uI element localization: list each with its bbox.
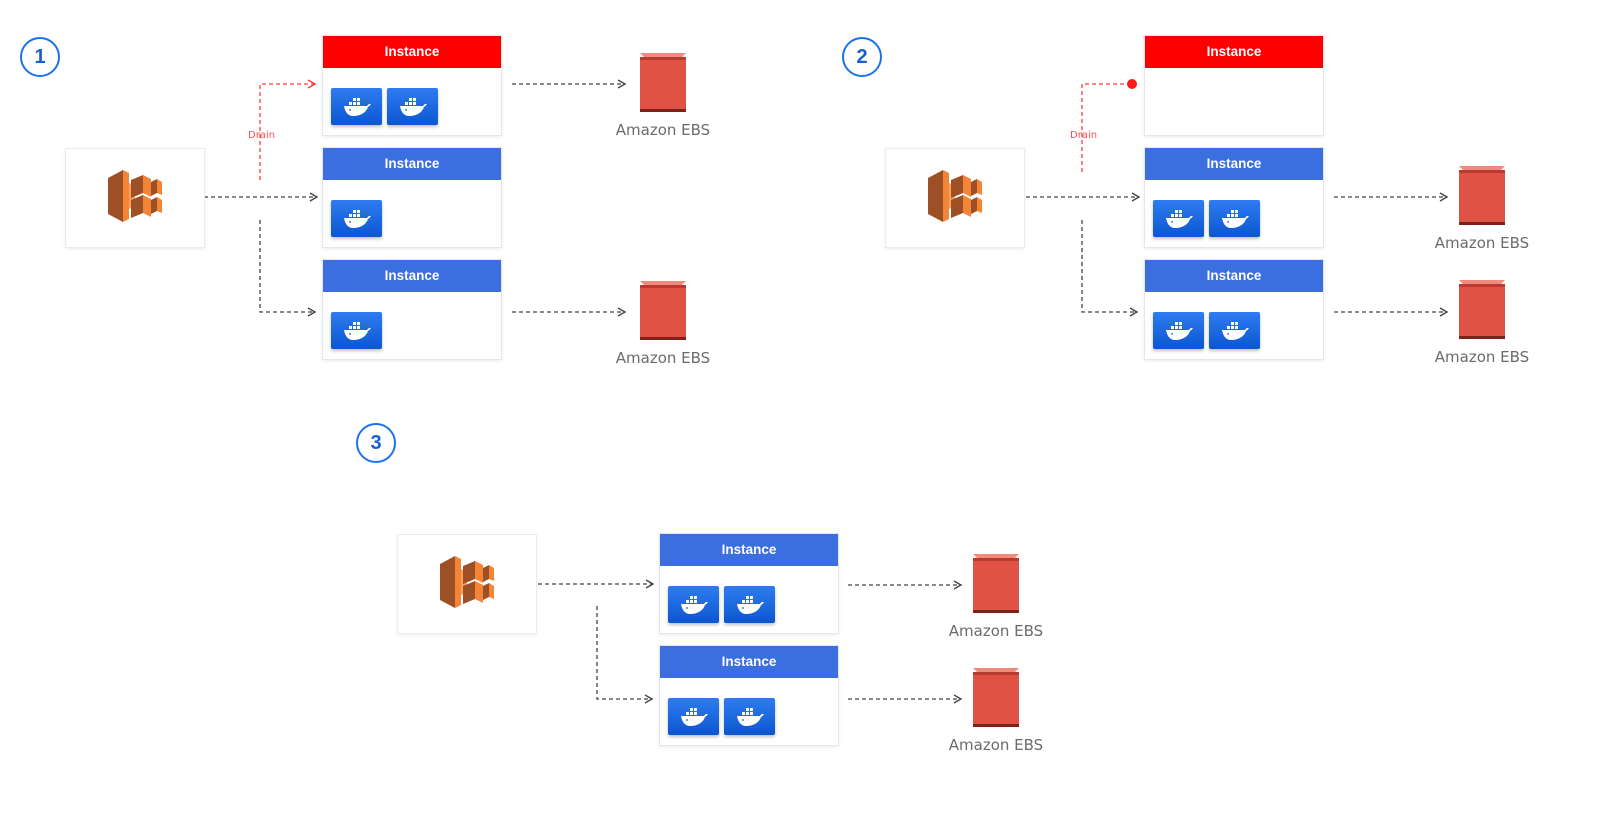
ebs-label: Amazon EBS (948, 736, 1044, 754)
ecs-service-box (65, 148, 205, 248)
connector-arrow (596, 606, 654, 704)
docker-container-icon (1209, 200, 1260, 237)
ebs-volume: Amazon EBS (946, 664, 1046, 754)
docker-container-icon (1153, 312, 1204, 349)
drain-label: Drain (248, 130, 276, 141)
step-badge-1: 1 (20, 37, 60, 77)
drain-label: Drain (1070, 130, 1098, 141)
docker-container-icon (668, 698, 719, 735)
ec2-instance-card: Instance (659, 645, 839, 746)
docker-container-icon (331, 200, 382, 237)
step-number: 1 (34, 45, 46, 68)
instance-header: Instance (323, 36, 501, 68)
container-group (668, 698, 775, 735)
amazon-ebs-icon (1432, 276, 1532, 344)
ec2-instance-card: Instance (322, 147, 502, 248)
amazon-ebs-icon (946, 664, 1046, 732)
step-number: 2 (856, 45, 868, 68)
container-group (331, 88, 438, 125)
container-group (331, 200, 382, 237)
instance-header: Instance (323, 148, 501, 180)
container-group (1153, 312, 1260, 349)
amazon-ebs-icon (1432, 162, 1532, 230)
ec2-instance-card: Instance (322, 259, 502, 360)
docker-container-icon (668, 586, 719, 623)
docker-container-icon (387, 88, 438, 125)
step-badge-2: 2 (842, 37, 882, 77)
amazon-ebs-icon (946, 550, 1046, 618)
ebs-label: Amazon EBS (1434, 348, 1530, 366)
ebs-label: Amazon EBS (948, 622, 1044, 640)
ebs-volume: Amazon EBS (1432, 162, 1532, 252)
connector-arrow (259, 220, 317, 317)
step-badge-3: 3 (356, 423, 396, 463)
ebs-volume: Amazon EBS (1432, 276, 1532, 366)
ec2-instance-card: Instance (322, 35, 502, 136)
container-group (1153, 200, 1260, 237)
instance-header: Instance (660, 646, 838, 678)
step-number: 3 (370, 431, 382, 454)
instance-header: Instance (1145, 260, 1323, 292)
ebs-label: Amazon EBS (1434, 234, 1530, 252)
amazon-ebs-icon (613, 277, 713, 345)
container-group (331, 312, 382, 349)
ec2-instance-card: Instance (1144, 147, 1324, 248)
drain-connector (1081, 83, 1128, 172)
amazon-ecs-icon (437, 552, 497, 617)
docker-container-icon (1209, 312, 1260, 349)
ec2-instance-card: Instance (1144, 259, 1324, 360)
ebs-label: Amazon EBS (615, 121, 711, 139)
ecs-service-box (397, 534, 537, 634)
ecs-service-box (885, 148, 1025, 248)
amazon-ecs-icon (925, 166, 985, 231)
docker-container-icon (724, 698, 775, 735)
ec2-instance-card: Instance (1144, 35, 1324, 136)
ebs-volume: Amazon EBS (613, 49, 713, 139)
instance-header: Instance (660, 534, 838, 566)
connector-arrow (1081, 220, 1139, 317)
container-group (668, 586, 775, 623)
docker-container-icon (1153, 200, 1204, 237)
docker-container-icon (724, 586, 775, 623)
docker-container-icon (331, 88, 382, 125)
drain-arrow (259, 79, 317, 180)
amazon-ecs-icon (105, 166, 165, 231)
ebs-volume: Amazon EBS (946, 550, 1046, 640)
ebs-label: Amazon EBS (615, 349, 711, 367)
instance-header: Instance (1145, 148, 1323, 180)
instance-header: Instance (323, 260, 501, 292)
amazon-ebs-icon (613, 49, 713, 117)
docker-container-icon (331, 312, 382, 349)
instance-header: Instance (1145, 36, 1323, 68)
drain-endpoint (1127, 79, 1137, 89)
ec2-instance-card: Instance (659, 533, 839, 634)
ebs-volume: Amazon EBS (613, 277, 713, 367)
